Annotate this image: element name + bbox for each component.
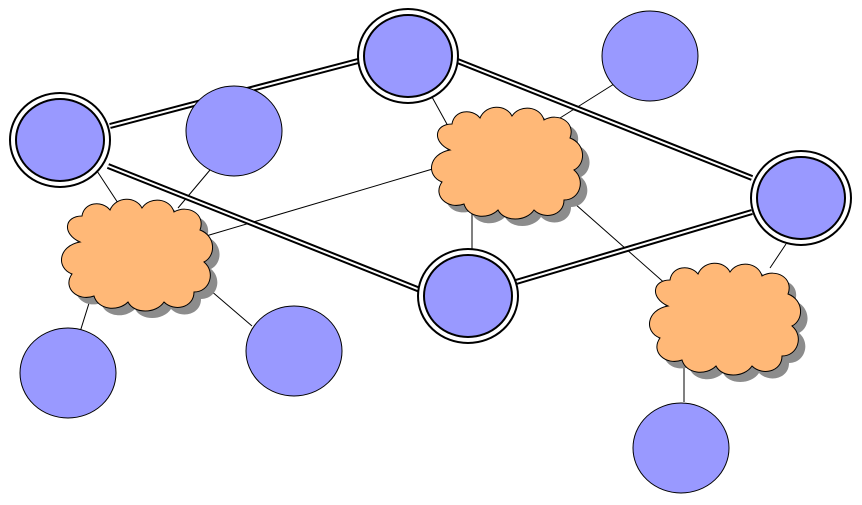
- link-cloudL-cloudM: [205, 167, 437, 237]
- link-nodeD-cloudM: [559, 83, 615, 119]
- plain-nodes: [19, 10, 730, 494]
- cloud-middle: [431, 106, 590, 226]
- backbone-link-C-E: [453, 57, 754, 181]
- link-cloudM-cloudR: [565, 195, 669, 287]
- backbone-nodes: [9, 8, 852, 344]
- node-bottom-right: [632, 402, 730, 494]
- link-nodeC-cloudM: [431, 96, 449, 127]
- cloud-left: [61, 198, 220, 318]
- node-top-right: [601, 10, 699, 102]
- link-nodeB-cloudL: [177, 169, 211, 209]
- backbone-node-center: [417, 248, 519, 344]
- link-cloudL-nodeG: [79, 299, 91, 333]
- node-bottom-left: [19, 327, 117, 419]
- backbone-node-left: [9, 92, 111, 188]
- backbone-link-A-F: [106, 163, 422, 293]
- node-bottom-center-left: [245, 305, 343, 397]
- backbone-node-top-center: [357, 8, 459, 104]
- backbone-node-right: [750, 150, 852, 246]
- node-top-middle-left: [185, 85, 283, 177]
- link-nodeE-cloudR: [769, 243, 787, 269]
- link-nodeA-cloudL: [96, 170, 119, 204]
- cloud-right: [649, 262, 808, 382]
- backbone-link-F-E: [515, 209, 753, 285]
- clouds: [61, 106, 808, 382]
